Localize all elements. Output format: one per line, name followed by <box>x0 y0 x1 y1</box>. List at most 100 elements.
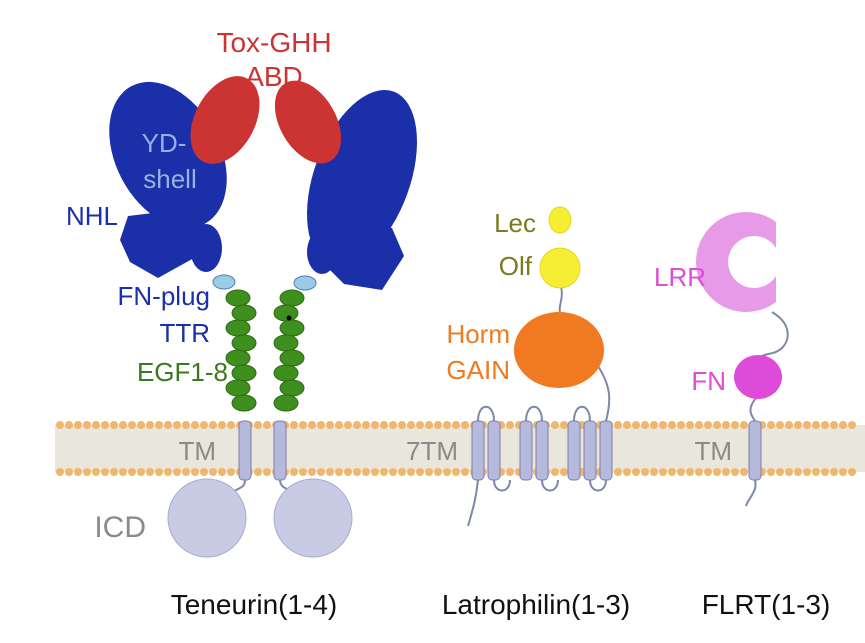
label-olf: Olf <box>499 251 533 281</box>
lipid-head <box>713 421 721 429</box>
fn-plug-left <box>212 274 236 290</box>
protein-name-teneurin: Teneurin(1-4) <box>171 589 338 620</box>
lipid-head <box>65 468 73 476</box>
lipid-head <box>767 421 775 429</box>
lipid-head <box>119 468 127 476</box>
icd-domain-right <box>273 478 353 558</box>
lipid-head <box>452 468 460 476</box>
egf-repeat <box>273 364 299 382</box>
lipid-head <box>461 468 469 476</box>
lipid-head <box>65 421 73 429</box>
lipid-head <box>380 421 388 429</box>
lipid-head <box>632 468 640 476</box>
icd-domain-left <box>167 478 247 558</box>
latrophilin-protein <box>467 206 613 527</box>
tm-loop-top-2 <box>525 405 543 422</box>
label-ttr: TTR <box>159 318 210 348</box>
lipid-head <box>218 421 226 429</box>
flrt-tm-helix <box>748 420 762 481</box>
lipid-head <box>407 421 415 429</box>
egf-repeat <box>279 289 305 307</box>
lipid-head <box>137 468 145 476</box>
lipid-head <box>668 468 676 476</box>
lipid-head <box>623 421 631 429</box>
lipid-head <box>830 468 838 476</box>
lipid-head <box>551 468 559 476</box>
lipid-head <box>506 421 514 429</box>
label-lrr: LRR <box>654 262 706 292</box>
lipid-head <box>128 421 136 429</box>
label-lec: Lec <box>494 208 536 238</box>
lipid-head <box>560 421 568 429</box>
lipid-head <box>794 468 802 476</box>
lipid-head <box>848 468 856 476</box>
lipid-head <box>686 421 694 429</box>
lipid-head <box>389 468 397 476</box>
lipid-head <box>335 421 343 429</box>
egf-repeat <box>225 349 251 367</box>
lipid-head <box>353 468 361 476</box>
lipid-head <box>263 421 271 429</box>
lipid-head <box>200 468 208 476</box>
label-yd-line1: YD- <box>142 128 187 158</box>
lipid-head <box>722 421 730 429</box>
lipid-head <box>218 468 226 476</box>
lipid-head <box>209 421 217 429</box>
tm-helix-left <box>238 420 252 481</box>
lipid-head <box>731 421 739 429</box>
lipid-head <box>254 468 262 476</box>
label-fn: FN <box>691 366 726 396</box>
egf-repeat <box>225 379 251 397</box>
lipid-head <box>776 468 784 476</box>
lipid-head <box>200 421 208 429</box>
fn-plug-right <box>293 275 317 291</box>
flrt-protein <box>695 211 789 507</box>
egf-repeats-right <box>273 289 305 412</box>
lipid-head <box>803 421 811 429</box>
label-horm: Horm <box>446 319 510 349</box>
lipid-head <box>92 468 100 476</box>
ttr-domain-left <box>190 224 222 272</box>
lipid-head <box>839 421 847 429</box>
tm-helix <box>471 420 485 481</box>
label-tm-flrt: TM <box>694 436 732 466</box>
lipid-head <box>317 468 325 476</box>
lec-domain <box>548 206 572 234</box>
lipid-head <box>182 421 190 429</box>
lipid-head <box>155 468 163 476</box>
tm-helix <box>519 420 533 481</box>
egf-linker-dot <box>286 315 292 321</box>
lipid-head <box>614 468 622 476</box>
lipid-head <box>227 468 235 476</box>
lipid-head <box>560 468 568 476</box>
lipid-head <box>812 421 820 429</box>
lipid-head <box>263 468 271 476</box>
lipid-head <box>110 468 118 476</box>
egf-repeats-left <box>225 289 257 412</box>
lipid-head <box>173 421 181 429</box>
olf-domain <box>539 247 581 289</box>
lipid-head <box>416 468 424 476</box>
lipid-head <box>326 421 334 429</box>
tm-loop-top-3 <box>573 405 591 422</box>
lipid-head <box>830 421 838 429</box>
lipid-head <box>110 421 118 429</box>
tm-helix <box>567 420 581 481</box>
lipid-head <box>299 421 307 429</box>
lipid-head <box>317 421 325 429</box>
ttr-domain-right <box>307 230 337 274</box>
lipid-head <box>398 468 406 476</box>
lipid-head <box>227 421 235 429</box>
lipid-head <box>776 421 784 429</box>
lipid-head <box>335 468 343 476</box>
latrophilin-c-tail <box>467 479 479 527</box>
lipid-head <box>299 468 307 476</box>
lipid-head <box>677 468 685 476</box>
lipid-head <box>308 421 316 429</box>
lipid-head <box>290 468 298 476</box>
lipid-head <box>416 421 424 429</box>
lipid-head <box>434 421 442 429</box>
tox-ghh-abd-right <box>274 80 342 164</box>
lipid-head <box>623 468 631 476</box>
cell-membrane <box>55 421 865 476</box>
